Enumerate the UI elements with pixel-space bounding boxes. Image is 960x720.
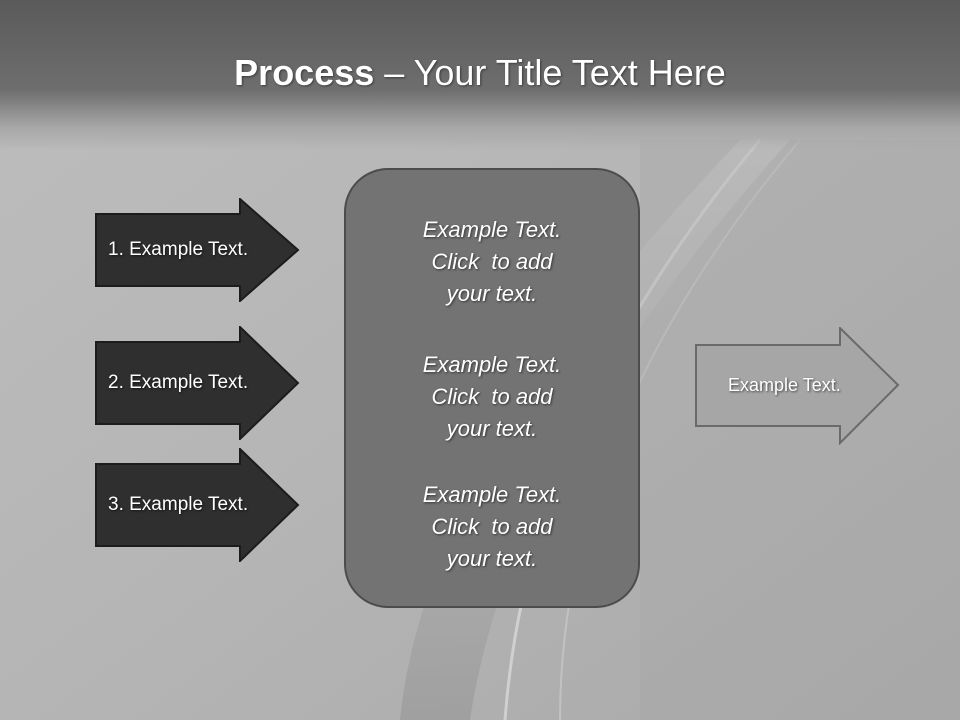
- title-rest: – Your Title Text Here: [374, 52, 726, 93]
- input-arrow-2: 2. Example Text.: [95, 326, 300, 440]
- output-arrow: Example Text.: [695, 327, 900, 445]
- arrow-shape-2: [95, 326, 300, 440]
- output-label: Example Text.: [728, 374, 841, 395]
- output-arrow-shape: [695, 327, 900, 445]
- center-text-block-1: Example Text. Click to add your text.: [346, 214, 638, 310]
- input-arrow-1: 1. Example Text.: [95, 198, 300, 302]
- center-text-1-line-2: Click to add: [431, 249, 553, 274]
- center-text-2-line-3: your text.: [446, 416, 538, 441]
- center-text-3-line-3: your text.: [446, 546, 538, 571]
- arrow-shape-3: [95, 448, 300, 562]
- input-label-3: 3. Example Text.: [108, 494, 249, 515]
- input-label-2: 2. Example Text.: [108, 372, 249, 393]
- arrow-shape-1: [95, 198, 300, 302]
- title-band: [0, 0, 960, 150]
- center-text-3-line-2: Click to add: [431, 514, 553, 539]
- center-text-1-line-1: Example Text.: [422, 217, 562, 242]
- input-arrow-3: 3. Example Text.: [95, 448, 300, 562]
- center-text-2-line-1: Example Text.: [422, 352, 562, 377]
- title-bold: Process: [234, 52, 375, 93]
- center-text-1-line-3: your text.: [446, 281, 538, 306]
- center-process-box: Example Text. Click to add your text. Ex…: [344, 168, 640, 608]
- input-label-1: 1. Example Text.: [108, 239, 249, 260]
- center-text-2-line-2: Click to add: [431, 384, 553, 409]
- center-text-block-2: Example Text. Click to add your text.: [346, 349, 638, 445]
- center-text-block-3: Example Text. Click to add your text.: [346, 479, 638, 575]
- center-text-3-line-1: Example Text.: [422, 482, 562, 507]
- slide-title: Process – Your Title Text Here: [0, 52, 960, 94]
